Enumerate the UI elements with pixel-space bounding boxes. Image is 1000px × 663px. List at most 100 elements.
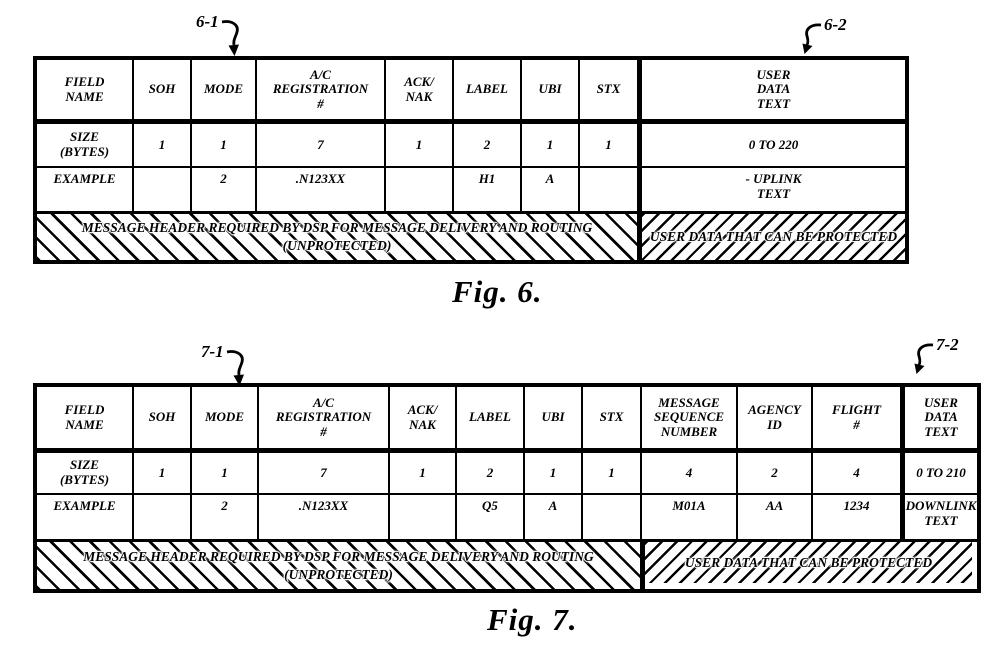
fig7-message-format-table: FIELD NAME SIZE (BYTES) EXAMPLE SOH 1 MO… bbox=[33, 383, 981, 593]
fig6-size-stx: 1 bbox=[580, 124, 637, 168]
fig7-column-ubi: UBI 1 A bbox=[523, 387, 581, 539]
fig7-size-message-sequence-number: 4 bbox=[642, 453, 736, 495]
fig7-size-agency-id: 2 bbox=[738, 453, 811, 495]
fig6-column-ack-nak: ACK/ NAK 1 bbox=[384, 60, 452, 211]
fig6-example-label: H1 bbox=[478, 171, 496, 186]
ref-callout-6-2: 6-2 bbox=[800, 16, 847, 55]
fig6-hatch-band: MESSAGE HEADER REQUIRED BY DSP FOR MESSA… bbox=[37, 211, 905, 260]
fig6-size-soh: 1 bbox=[134, 124, 190, 168]
ref-number-6-1: 6-1 bbox=[196, 12, 219, 31]
fig7-example-message-sequence-number: M01A bbox=[672, 498, 706, 513]
fig6-size-ack-nak: 1 bbox=[386, 124, 452, 168]
fig7-header-message-sequence-number: MESSAGE SEQUENCE NUMBER bbox=[642, 387, 736, 453]
fig7-example-agency-id: AA bbox=[765, 498, 784, 513]
fig6-size-user-data-text: 0 TO 220 bbox=[642, 124, 905, 168]
fig7-header-mode: MODE bbox=[192, 387, 257, 453]
fig7-column-agency-id: AGENCY ID 2 AA bbox=[736, 387, 811, 539]
fig7-column-stx: STX 1 bbox=[581, 387, 640, 539]
fig7-example-row-label: EXAMPLE bbox=[53, 498, 116, 513]
ref-callout-7-2: 7-2 bbox=[912, 336, 959, 375]
fig6-example-mode: 2 bbox=[220, 171, 227, 186]
fig6-header-ubi: UBI bbox=[522, 60, 578, 124]
fig6-header-ac-registration: A/C REGISTRATION # bbox=[257, 60, 384, 124]
fig7-example-ubi: A bbox=[548, 498, 558, 513]
fig6-example-row-label: EXAMPLE bbox=[53, 171, 116, 186]
fig6-column-row-labels: FIELD NAME SIZE (BYTES) EXAMPLE bbox=[37, 60, 132, 211]
fig7-column-label: LABEL 2 Q5 bbox=[455, 387, 523, 539]
fig7-size-label: 2 bbox=[457, 453, 523, 495]
fig7-column-user-data-text: USER DATA TEXT 0 TO 210 DOWNLINK TEXT bbox=[900, 387, 977, 539]
fig6-size-mode: 1 bbox=[192, 124, 255, 168]
fig6-header-user-data-text: USER DATA TEXT bbox=[642, 60, 905, 124]
fig7-unprotected-label-line1: MESSAGE HEADER REQUIRED BY DSP FOR MESSA… bbox=[83, 548, 594, 564]
fig6-column-mode: MODE 1 2 bbox=[190, 60, 255, 211]
fig7-caption: Fig. 7. bbox=[487, 602, 578, 637]
fig7-header-agency-id: AGENCY ID bbox=[738, 387, 811, 453]
fig6-example-ack-nak bbox=[386, 168, 452, 211]
fig6-unprotected-label-line2: (UNPROTECTED) bbox=[282, 238, 392, 253]
fig6-column-user-data-text: USER DATA TEXT 0 TO 220 - UPLINK TEXT bbox=[637, 60, 905, 211]
fig6-protected-region: USER DATA THAT CAN BE PROTECTED bbox=[637, 214, 905, 260]
fig7-unprotected-region: MESSAGE HEADER REQUIRED BY DSP FOR MESSA… bbox=[37, 542, 640, 589]
fig7-example-ac-registration: .N123XX bbox=[298, 498, 349, 513]
fig7-column-ack-nak: ACK/ NAK 1 bbox=[388, 387, 455, 539]
curved-arrow-down-icon bbox=[221, 20, 239, 56]
fig7-size-ack-nak: 1 bbox=[390, 453, 455, 495]
fig6-column-soh: SOH 1 bbox=[132, 60, 190, 211]
fig7-example-user-data-text: DOWNLINK TEXT bbox=[905, 498, 977, 528]
fig7-column-ac-registration: A/C REGISTRATION # 7 .N123XX bbox=[257, 387, 388, 539]
fig7-field-name-label: FIELD NAME bbox=[37, 387, 132, 453]
fig6-column-ac-registration: A/C REGISTRATION # 7 .N123XX bbox=[255, 60, 384, 211]
fig7-unprotected-label-line2: (UNPROTECTED) bbox=[284, 566, 393, 582]
fig7-header-soh: SOH bbox=[134, 387, 190, 453]
fig7-protected-label: USER DATA THAT CAN BE PROTECTED bbox=[684, 554, 933, 570]
curved-arrow-down-left-icon bbox=[914, 343, 934, 374]
fig6-message-format-table: FIELD NAME SIZE (BYTES) EXAMPLE SOH 1 MO… bbox=[33, 56, 909, 264]
fig6-column-ubi: UBI 1 A bbox=[520, 60, 578, 211]
ref-callout-7-1: 7-1 bbox=[201, 343, 248, 387]
fig6-example-ubi: A bbox=[545, 171, 555, 186]
fig6-header-mode: MODE bbox=[192, 60, 255, 124]
fig6-columns: FIELD NAME SIZE (BYTES) EXAMPLE SOH 1 MO… bbox=[37, 60, 905, 211]
fig7-header-label: LABEL bbox=[457, 387, 523, 453]
fig7-columns: FIELD NAME SIZE (BYTES) EXAMPLE SOH 1 MO… bbox=[37, 387, 977, 539]
fig7-size-row-label: SIZE (BYTES) bbox=[37, 453, 132, 495]
ref-number-6-2: 6-2 bbox=[824, 15, 847, 34]
curved-arrow-down-left-icon bbox=[802, 23, 822, 54]
fig7-header-ac-registration: A/C REGISTRATION # bbox=[259, 387, 388, 453]
fig7-size-stx: 1 bbox=[583, 453, 640, 495]
fig7-column-message-sequence-number: MESSAGE SEQUENCE NUMBER 4 M01A bbox=[640, 387, 736, 539]
fig6-example-ac-registration: .N123XX bbox=[295, 171, 346, 186]
fig6-unprotected-region: MESSAGE HEADER REQUIRED BY DSP FOR MESSA… bbox=[37, 214, 637, 260]
fig7-column-soh: SOH 1 bbox=[132, 387, 190, 539]
fig7-size-user-data-text: 0 TO 210 bbox=[905, 453, 977, 495]
fig7-size-ubi: 1 bbox=[525, 453, 581, 495]
fig6-column-stx: STX 1 bbox=[578, 60, 637, 211]
fig7-header-ubi: UBI bbox=[525, 387, 581, 453]
fig7-protected-region: USER DATA THAT CAN BE PROTECTED bbox=[640, 542, 977, 589]
fig6-caption: Fig. 6. bbox=[452, 274, 543, 309]
fig6-header-label: LABEL bbox=[454, 60, 520, 124]
fig7-example-stx bbox=[583, 495, 640, 539]
fig6-size-label: 2 bbox=[454, 124, 520, 168]
fig6-size-ubi: 1 bbox=[522, 124, 578, 168]
fig6-header-soh: SOH bbox=[134, 60, 190, 124]
ref-callout-6-1: 6-1 bbox=[196, 13, 243, 57]
ref-number-7-2: 7-2 bbox=[936, 335, 959, 354]
fig6-column-label: LABEL 2 H1 bbox=[452, 60, 520, 211]
fig7-example-ack-nak bbox=[390, 495, 455, 539]
fig6-protected-label: USER DATA THAT CAN BE PROTECTED bbox=[649, 229, 898, 245]
fig7-size-ac-registration: 7 bbox=[259, 453, 388, 495]
fig7-header-flight-number: FLIGHT # bbox=[813, 387, 900, 453]
fig6-size-row-label: SIZE (BYTES) bbox=[37, 124, 132, 168]
fig7-size-mode: 1 bbox=[192, 453, 257, 495]
fig7-column-row-labels: FIELD NAME SIZE (BYTES) EXAMPLE bbox=[37, 387, 132, 539]
fig6-field-name-label: FIELD NAME bbox=[37, 60, 132, 124]
fig7-header-user-data-text: USER DATA TEXT bbox=[905, 387, 977, 453]
fig7-size-soh: 1 bbox=[134, 453, 190, 495]
fig6-size-ac-registration: 7 bbox=[257, 124, 384, 168]
fig7-column-flight-number: FLIGHT # 4 1234 bbox=[811, 387, 900, 539]
fig7-header-ack-nak: ACK/ NAK bbox=[390, 387, 455, 453]
fig7-column-mode: MODE 1 2 bbox=[190, 387, 257, 539]
fig7-hatch-band: MESSAGE HEADER REQUIRED BY DSP FOR MESSA… bbox=[37, 539, 977, 589]
